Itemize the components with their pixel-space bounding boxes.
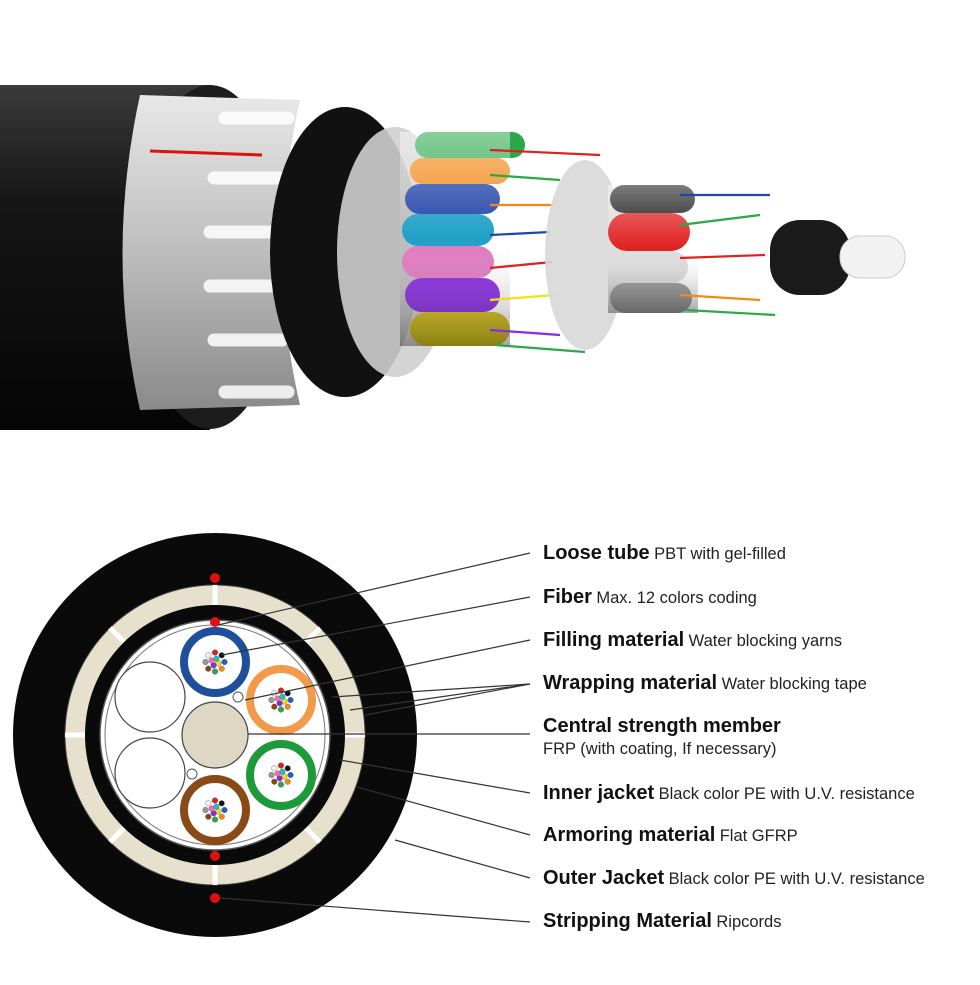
label-filling-material: Filling material Water blocking yarns <box>543 630 842 650</box>
fiber-strand <box>271 703 278 710</box>
label-name: Armoring material <box>543 824 716 846</box>
fiber-strand <box>205 813 212 820</box>
fiber-strand <box>268 772 275 779</box>
fiber-strand <box>271 778 278 785</box>
label-desc: Max. 12 colors coding <box>596 589 757 607</box>
loose-tube-ring <box>246 665 316 735</box>
fiber-strand <box>287 697 294 704</box>
fiber-strand <box>211 668 218 675</box>
fiber-strand <box>221 659 228 666</box>
leader-filling-material <box>244 639 531 701</box>
fiber-strand <box>268 697 275 704</box>
label-outer-jacket: Outer Jacket Black color PE with U.V. re… <box>543 868 925 888</box>
fiber-strand <box>278 781 285 788</box>
ripcord-dot <box>210 573 220 583</box>
label-desc: Flat GFRP <box>719 827 798 845</box>
label-name: Wrapping material <box>543 672 718 694</box>
filling-yarn <box>186 768 198 780</box>
fibers-bundle-1 <box>489 148 601 354</box>
label-desc: Black color PE with U.V. resistance <box>668 870 925 888</box>
label-name: Filling material <box>543 629 685 651</box>
fiber-strand <box>205 665 212 672</box>
loose-tubes <box>180 627 316 845</box>
fiber-strand <box>287 772 294 779</box>
fiber-strand <box>279 768 286 775</box>
fiber-strand <box>218 652 225 659</box>
cross-section <box>13 533 417 937</box>
label-name: Fiber <box>543 586 592 608</box>
label-desc: Ripcords <box>716 913 782 931</box>
fiber-strand <box>211 797 218 804</box>
fiber-strand <box>218 665 225 672</box>
leader-inner-jacket <box>339 759 531 794</box>
loose-tube-ring <box>180 775 250 845</box>
armor-slats <box>203 111 295 399</box>
label-central-strength-member: Central strength member FRP (with coatin… <box>543 716 781 758</box>
wrapping-tape-3d-2 <box>545 160 625 350</box>
filling-yarn <box>232 691 244 703</box>
leader-wrapping-material-2 <box>349 683 531 711</box>
fiber-strand <box>278 706 285 713</box>
fiber-strand <box>218 813 225 820</box>
leader-armoring-material <box>356 786 531 836</box>
fibers-bundle-2 <box>679 193 776 317</box>
leader-wrapping-material-3 <box>364 683 531 716</box>
filler-rod <box>114 737 186 809</box>
label-fiber: Fiber Max. 12 colors coding <box>543 587 757 607</box>
fiber-strand <box>211 816 218 823</box>
fiber-strand <box>211 649 218 656</box>
leader-lines <box>217 552 531 923</box>
fiber-strand <box>205 652 212 659</box>
ripcord-dot <box>210 617 220 627</box>
label-armoring-material: Armoring material Flat GFRP <box>543 825 798 845</box>
loose-tube-ring <box>246 740 316 810</box>
cable-3d-view <box>0 85 906 430</box>
filler-rod <box>114 661 186 733</box>
armor-separators <box>65 585 365 885</box>
label-stripping-material: Stripping Material Ripcords <box>543 911 781 931</box>
leader-outer-jacket <box>394 839 531 879</box>
label-desc: Water blocking tape <box>721 675 867 693</box>
loose-tube-ring <box>180 627 250 697</box>
label-name: Loose tube <box>543 542 650 564</box>
central-member-coating-3d <box>770 220 850 295</box>
ripcord-dot <box>210 851 220 861</box>
label-desc: PBT with gel-filled <box>654 545 786 563</box>
fiber-strand <box>221 807 228 814</box>
fiber-strand <box>284 778 291 785</box>
label-name: Central strength member <box>543 715 781 737</box>
label-desc: Black color PE with U.V. resistance <box>658 785 915 803</box>
leader-wrapping-material-1 <box>331 683 531 698</box>
central-strength-member-core <box>181 701 249 769</box>
tube-bundle-2 <box>608 185 698 313</box>
ripcord-3d <box>149 149 263 157</box>
fiber-strand <box>213 803 220 810</box>
leader-loose-tube <box>217 552 531 626</box>
fiber-strand <box>279 693 286 700</box>
ripcord-dot <box>210 893 220 903</box>
fiber-strand <box>202 659 209 666</box>
label-name: Inner jacket <box>543 782 655 804</box>
fiber-strand <box>271 765 278 772</box>
fiber-strand <box>218 800 225 807</box>
label-wrapping-material: Wrapping material Water blocking tape <box>543 673 867 693</box>
fiber-strand <box>284 765 291 772</box>
label-inner-jacket: Inner jacket Black color PE with U.V. re… <box>543 783 915 803</box>
fiber-strand <box>213 655 220 662</box>
label-desc: Water blocking yarns <box>688 632 843 650</box>
label-name: Outer Jacket <box>543 867 665 889</box>
fiber-strand <box>278 762 285 769</box>
label-loose-tube: Loose tube PBT with gel-filled <box>543 543 786 563</box>
leader-fiber <box>221 596 531 656</box>
tube-bundle-1 <box>400 132 525 346</box>
fiber-strand <box>205 800 212 807</box>
label-name: Stripping Material <box>543 910 712 932</box>
fiber-strand <box>284 703 291 710</box>
central-member-core-3d <box>839 235 906 279</box>
leader-stripping-material <box>219 897 531 923</box>
fiber-strand <box>202 807 209 814</box>
label-desc: FRP (with coating, If necessary) <box>543 740 777 758</box>
